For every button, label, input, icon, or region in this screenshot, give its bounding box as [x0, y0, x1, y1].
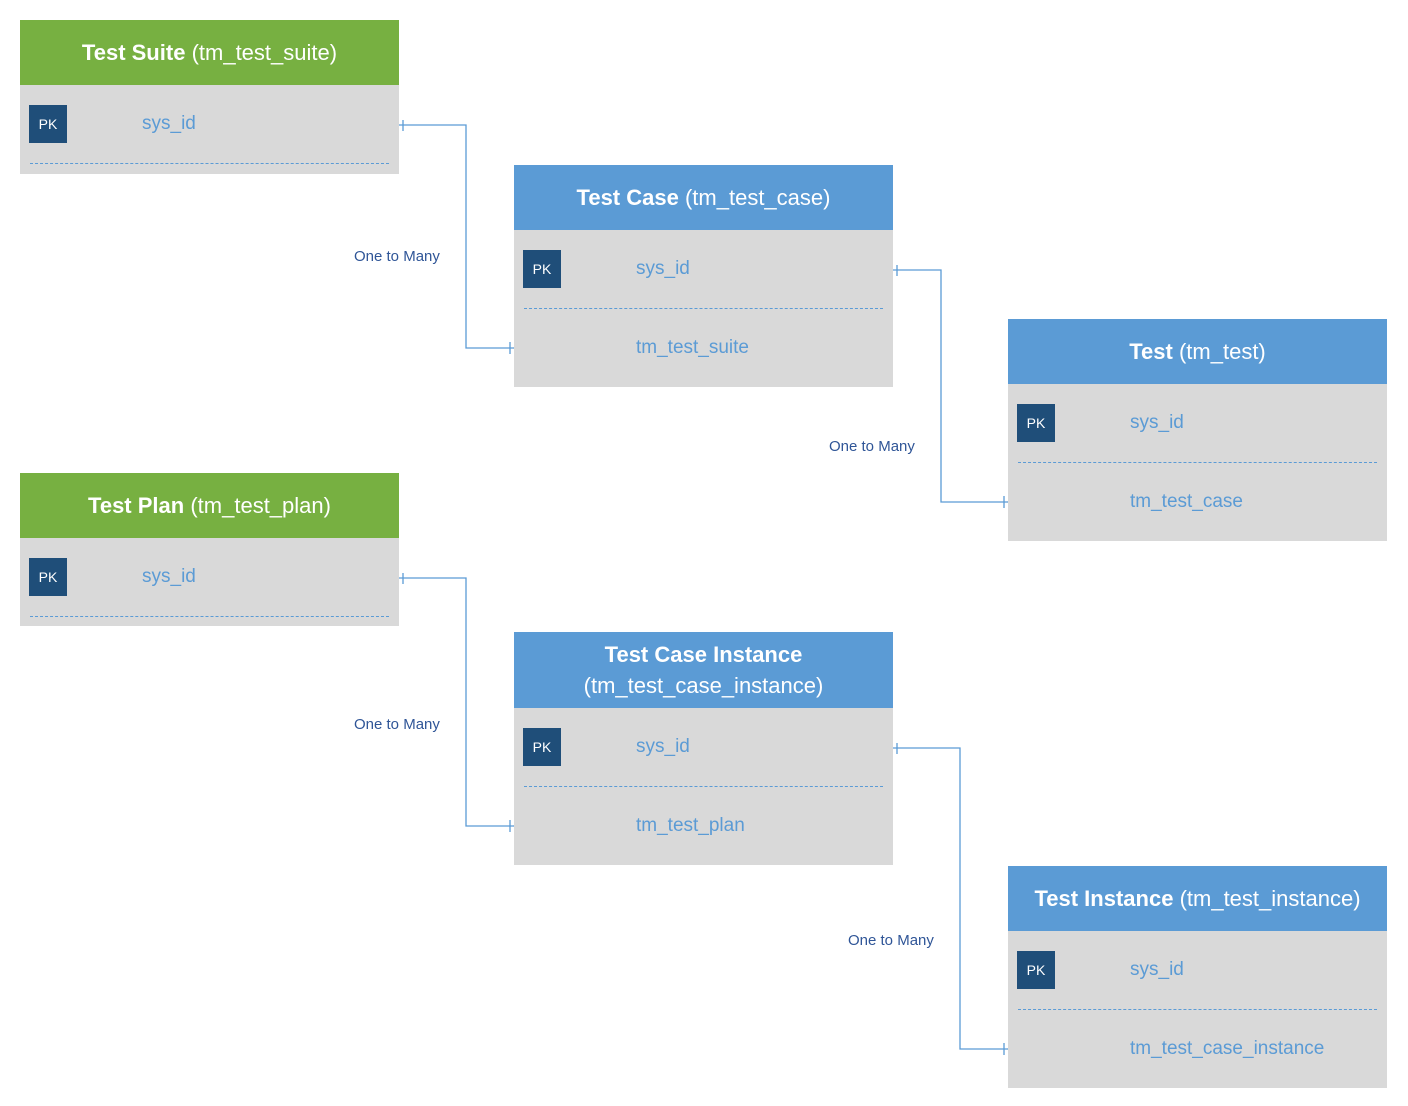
relationship-label-suite-case: One to Many: [354, 248, 440, 265]
entity-header: Test Plan (tm_test_plan): [20, 473, 399, 538]
pk-field: sys_id: [1130, 412, 1184, 433]
entity-table-name: (tm_test_case): [684, 185, 831, 210]
entity-name: Test Case: [576, 185, 679, 210]
pk-field: sys_id: [636, 736, 690, 757]
entity-test-instance: Test Instance (tm_test_instance) PK sys_…: [1008, 866, 1387, 1088]
connector-plan-to-case-instance: [390, 577, 524, 827]
entity-header: Test (tm_test): [1008, 319, 1387, 384]
pk-badge: PK: [1017, 951, 1055, 989]
connector-suite-to-case: [390, 124, 524, 349]
pk-badge: PK: [29, 558, 67, 596]
pk-row: PK sys_id: [523, 230, 883, 309]
entity-header: Test Instance (tm_test_instance): [1008, 866, 1387, 931]
pk-field: sys_id: [142, 566, 196, 587]
fk-field: tm_test_case: [1130, 491, 1243, 512]
entity-table-name: (tm_test_suite): [191, 40, 338, 65]
entity-table-name: (tm_test_plan): [190, 493, 331, 518]
entity-header: Test Case Instance (tm_test_case_instanc…: [514, 632, 893, 708]
pk-row: PK sys_id: [1017, 384, 1377, 463]
pk-row: PK sys_id: [29, 538, 389, 617]
entity-name: Test Plan: [88, 493, 185, 518]
entity-test: Test (tm_test) PK sys_id tm_test_case: [1008, 319, 1387, 541]
fk-row: tm_test_case_instance: [1008, 1010, 1387, 1088]
entity-header: Test Suite (tm_test_suite): [20, 20, 399, 85]
entity-name: Test Case Instance: [604, 642, 803, 667]
entity-header: Test Case (tm_test_case): [514, 165, 893, 230]
entity-test-case: Test Case (tm_test_case) PK sys_id tm_te…: [514, 165, 893, 387]
relationship-label-case-instance-test-instance: One to Many: [848, 932, 934, 949]
connector-case-instance-to-test-instance: [884, 747, 1018, 1050]
fk-row: tm_test_case: [1008, 463, 1387, 541]
pk-field: sys_id: [142, 113, 196, 134]
pk-row: PK sys_id: [523, 708, 883, 787]
pk-row: PK sys_id: [1017, 931, 1377, 1010]
entity-test-suite: Test Suite (tm_test_suite) PK sys_id: [20, 20, 399, 174]
fk-field: tm_test_plan: [636, 815, 745, 836]
relationship-label-case-test: One to Many: [829, 438, 915, 455]
pk-badge: PK: [1017, 404, 1055, 442]
entity-name: Test: [1129, 339, 1173, 364]
entity-table-name: (tm_test_instance): [1179, 886, 1361, 911]
connector-case-to-test: [884, 269, 1018, 503]
entity-test-plan: Test Plan (tm_test_plan) PK sys_id: [20, 473, 399, 626]
pk-field: sys_id: [1130, 959, 1184, 980]
pk-badge: PK: [523, 250, 561, 288]
fk-row: tm_test_plan: [514, 787, 893, 865]
entity-table-name: (tm_test): [1178, 339, 1266, 364]
pk-badge: PK: [29, 105, 67, 143]
entity-test-case-instance: Test Case Instance (tm_test_case_instanc…: [514, 632, 893, 865]
pk-badge: PK: [523, 728, 561, 766]
pk-row: PK sys_id: [29, 85, 389, 164]
fk-row: tm_test_suite: [514, 309, 893, 387]
fk-field: tm_test_case_instance: [1130, 1038, 1325, 1059]
pk-field: sys_id: [636, 258, 690, 279]
entity-table-name: (tm_test_case_instance): [583, 673, 824, 698]
entity-name: Test Suite: [81, 40, 186, 65]
entity-name: Test Instance: [1034, 886, 1174, 911]
fk-field: tm_test_suite: [636, 337, 749, 358]
relationship-label-plan-case-instance: One to Many: [354, 716, 440, 733]
